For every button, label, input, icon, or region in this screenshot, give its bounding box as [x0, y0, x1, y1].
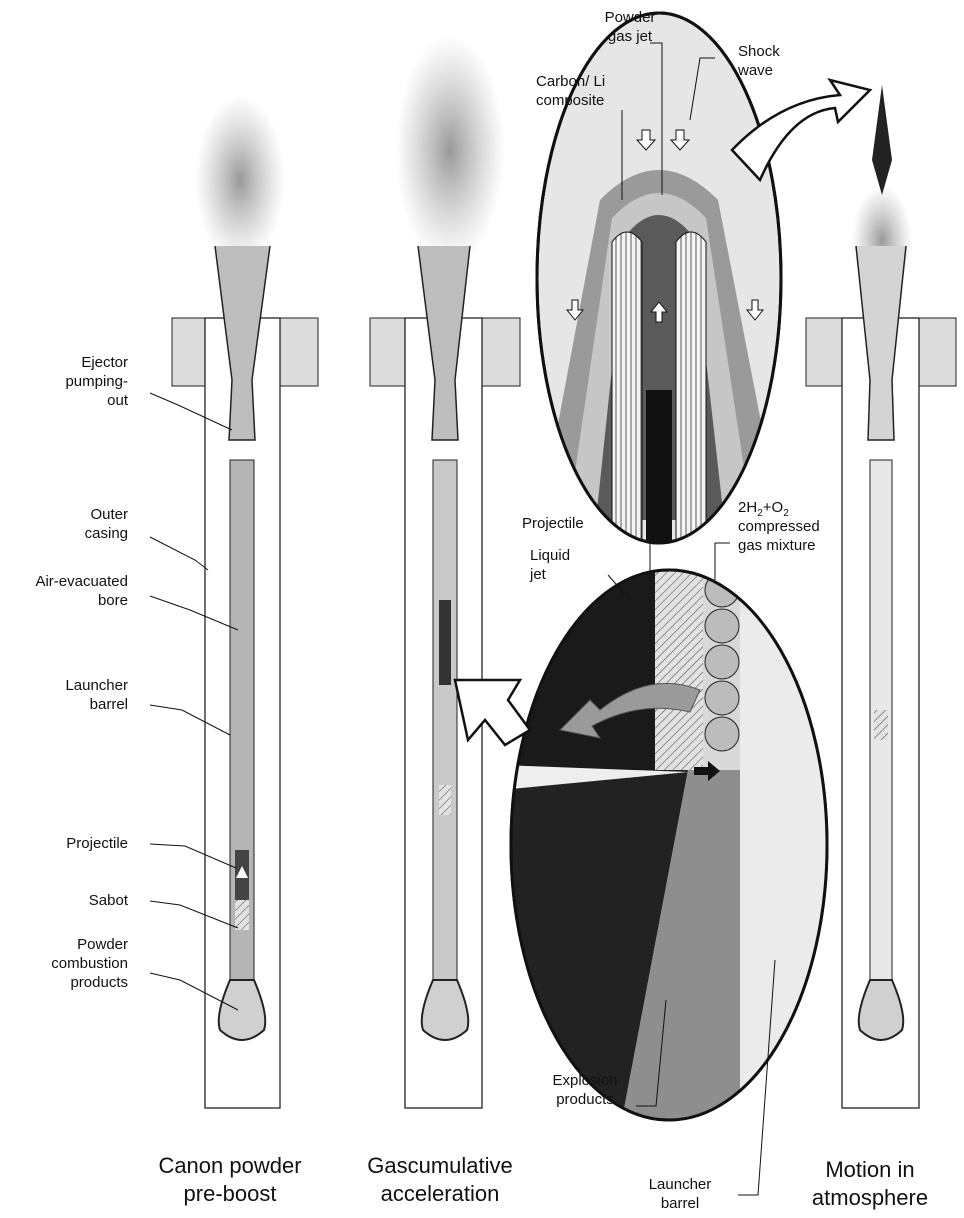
exhaust-plume-stage1: [195, 95, 285, 265]
caption-stage1: Canon powder pre-boost: [130, 1152, 330, 1208]
ground-block-right-3: [918, 318, 956, 386]
sabot-stage3: [874, 710, 888, 740]
caption-stage3: Motion in atmosphere: [780, 1156, 960, 1212]
label-projectile: Projectile: [30, 834, 128, 853]
label-projectile-detail: Projectile: [522, 514, 584, 533]
label-explosion-products: Explosion products: [530, 1071, 640, 1109]
label-gas-mixture: gas mixture: [738, 536, 816, 555]
label-outer-casing: Outer casing: [40, 505, 128, 543]
label-liquid-jet: Liquid jet: [530, 546, 570, 584]
zoom-arrow-stage2: [455, 680, 530, 745]
ground-block-left-2: [370, 318, 408, 386]
bulb-stage2: [422, 980, 469, 1040]
ground-block-right-2: [482, 318, 520, 386]
exhaust-plume-stage2: [395, 35, 505, 265]
barrel-stage2: [433, 460, 457, 980]
sabot-stage2: [439, 785, 451, 815]
label-compressed: compressed: [738, 517, 820, 536]
label-powder-combustion-products: Powder combustion products: [20, 935, 128, 992]
label-ejector: Ejector pumping- out: [40, 353, 128, 410]
launcher-stage2: [370, 35, 520, 1108]
curved-arrow-to-stage3: [732, 80, 870, 180]
ground-block-right: [280, 318, 318, 386]
projectile-stage2: [439, 600, 451, 685]
sabot-stage1: [235, 900, 249, 930]
ground-block-left: [172, 318, 210, 386]
bulb-stage1: [219, 980, 266, 1040]
label-sabot: Sabot: [40, 891, 128, 910]
label-launcher-barrel: Launcher barrel: [40, 676, 128, 714]
label-launcher-barrel-bottom: Launcher barrel: [630, 1175, 730, 1213]
bulb-stage3: [859, 980, 904, 1040]
caption-stage2: Gascumulative acceleration: [340, 1152, 540, 1208]
label-carbon-li-composite: Carbon/ Li composite: [536, 72, 605, 110]
ground-block-left-3: [806, 318, 844, 386]
label-shock-wave: Shock wave: [738, 42, 780, 80]
label-powder-gas-jet: Powder gas jet: [580, 8, 680, 46]
launcher-stage3: [806, 85, 956, 1108]
detail-projectile-ellipse: [500, 560, 840, 1140]
flying-projectile: [872, 85, 892, 195]
label-air-evacuated-bore: Air-evacuated bore: [10, 572, 128, 610]
launcher-stage1: [172, 95, 318, 1108]
